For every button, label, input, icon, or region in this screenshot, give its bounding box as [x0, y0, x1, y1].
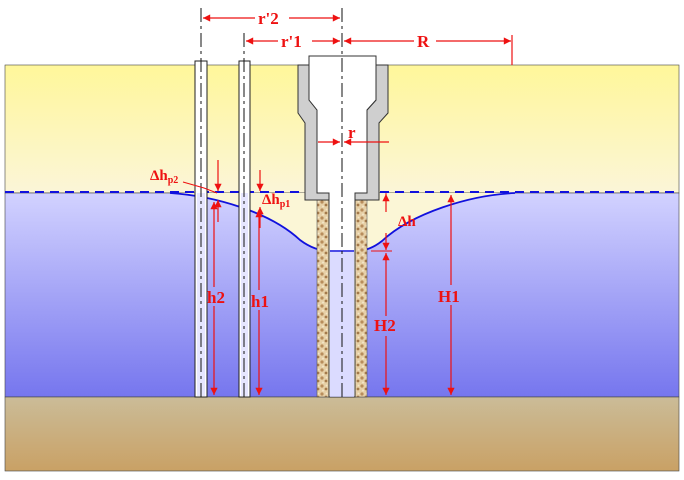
label-h2: h2 — [207, 288, 225, 307]
dim-dhp2: Δhp2 — [150, 160, 222, 222]
label-R: R — [417, 32, 430, 51]
label-dhp2: Δhp2 — [150, 168, 178, 186]
label-H1: H1 — [438, 287, 460, 306]
label-dh: Δh — [398, 214, 416, 230]
dim-dh: Δh — [371, 193, 416, 252]
dim-r: r — [318, 123, 389, 146]
label-H2: H2 — [374, 316, 396, 335]
label-r2: r'2 — [258, 9, 279, 28]
gravel-pack-left — [316, 199, 330, 398]
dim-h1: h1 — [251, 210, 269, 395]
dim-h2: h2 — [207, 202, 225, 395]
dim-r2: r'2 — [203, 9, 340, 28]
dim-R: R — [344, 32, 513, 65]
dim-H1: H1 — [438, 195, 460, 395]
dim-dhp1: Δhp1 — [256, 170, 290, 228]
dim-H2: H2 — [374, 253, 396, 395]
label-h1: h1 — [251, 292, 269, 311]
gravel-pack-right — [354, 199, 368, 398]
label-r: r — [348, 123, 356, 142]
label-r1: r'1 — [281, 32, 302, 51]
label-dhp1: Δhp1 — [262, 192, 290, 210]
ground-layer — [4, 396, 680, 472]
dim-r1: r'1 — [246, 32, 340, 51]
